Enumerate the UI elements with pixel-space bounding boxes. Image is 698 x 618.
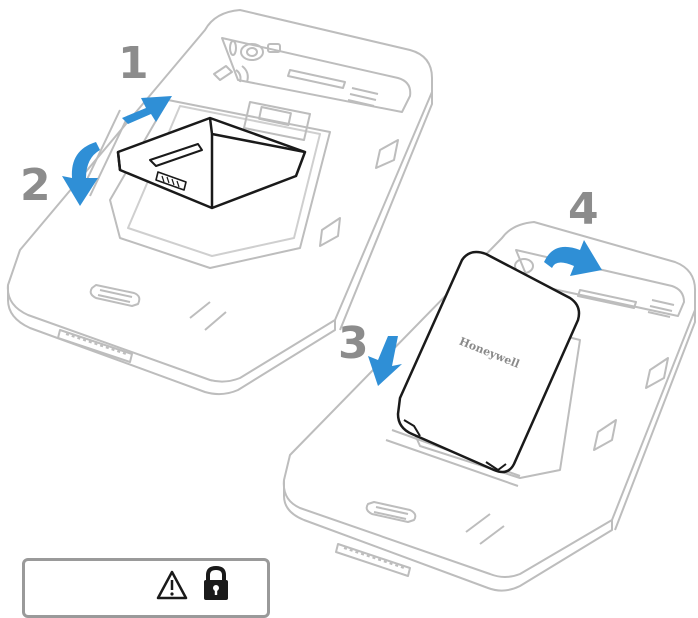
step-2-label: 2 (20, 164, 51, 208)
step-4-label: 4 (568, 188, 599, 232)
battery-pack (118, 118, 305, 208)
step-2-arrow (62, 142, 100, 206)
step-3-arrow (368, 336, 402, 386)
warning-box (22, 558, 270, 618)
step-1-arrow (122, 96, 172, 124)
step-4-arrow (544, 240, 602, 276)
cover-brand-label: Honeywell (457, 335, 521, 371)
battery-install-diagram: Honeywell (0, 0, 698, 600)
step-3-label: 3 (338, 322, 369, 366)
right-device (284, 222, 695, 591)
battery-cover: Honeywell (398, 252, 579, 472)
step-1-label: 1 (118, 42, 149, 86)
